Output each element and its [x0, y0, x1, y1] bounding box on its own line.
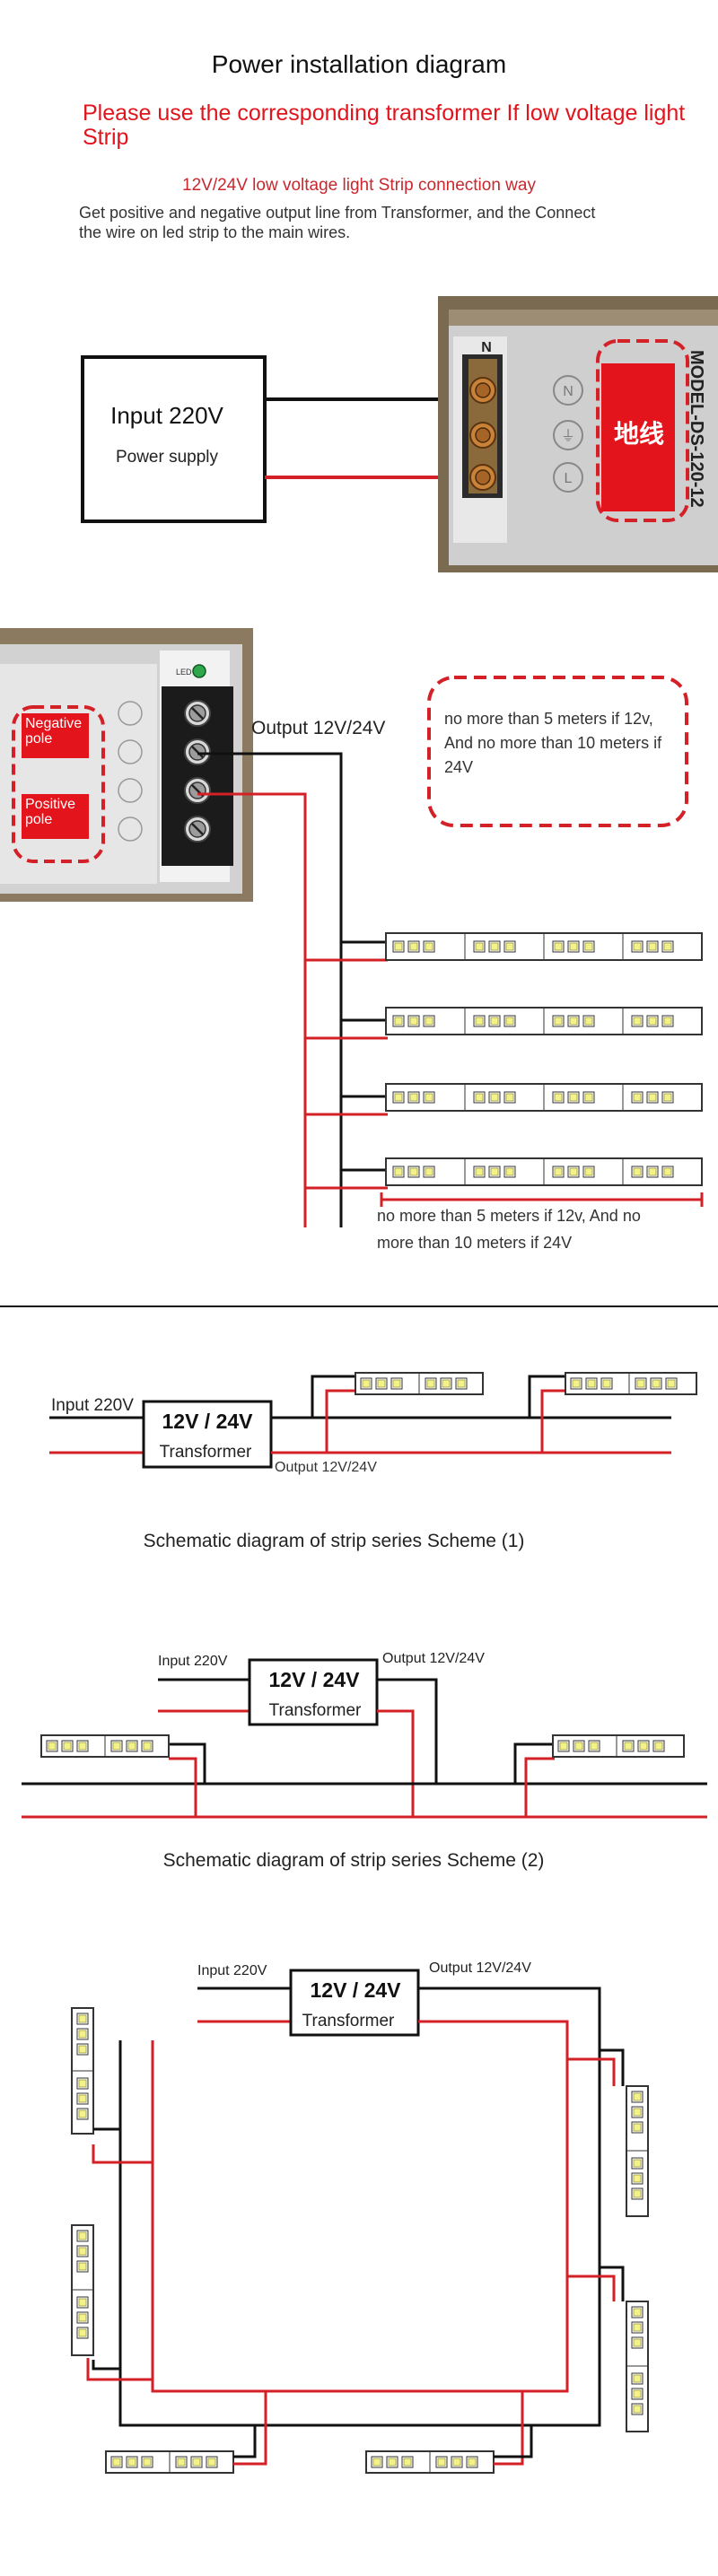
led-strip-2 — [385, 1007, 703, 1035]
svg-text:⏚: ⏚ — [561, 428, 575, 444]
output-label-section2: Output 12V/24V — [251, 718, 385, 738]
note-box — [427, 676, 688, 827]
input-power-box: Input 220V Power supply — [81, 355, 267, 523]
section-divider — [0, 1305, 718, 1307]
subtitle: 12V/24V low voltage light Strip connecti… — [182, 176, 536, 195]
s3-transformer-sub: Transformer — [302, 2012, 395, 2030]
led-strip-1 — [385, 932, 703, 961]
page-title: Power installation diagram — [211, 50, 507, 78]
ground-badge: 地线 — [614, 420, 664, 448]
negative-pole-label: Negative pole — [25, 716, 83, 747]
s3-output-label: Output 12V/24V — [429, 1960, 531, 1976]
svg-text:L: L — [565, 471, 573, 486]
scheme-2: 12V / 24V Transformer — [22, 1658, 707, 1819]
s1-input-label: Input 220V — [51, 1396, 134, 1415]
note-bottom-text: no more than 5 meters if 12v, And no mor… — [377, 1207, 641, 1252]
s2-transformer-sub: Transformer — [269, 1701, 362, 1720]
s1-transformer-title: 12V / 24V — [162, 1410, 253, 1433]
power-supply-unit-top: N N ⏚ L 地线 MODEL-DS-120-12 — [438, 296, 718, 572]
s2-output-label: Output 12V/24V — [382, 1651, 485, 1666]
s2-input-label: Input 220V — [158, 1654, 228, 1669]
led-strip-4 — [385, 1157, 703, 1186]
input-220v-label: Input 220V — [110, 402, 223, 429]
led-indicator-text: LED — [176, 668, 192, 677]
svg-text:N: N — [563, 384, 574, 399]
s1-output-label: Output 12V/24V — [275, 1460, 377, 1475]
scheme-1: 12V / 24V Transformer — [49, 1372, 697, 1469]
note-box-text: no more than 5 meters if 12v, And no mor… — [444, 710, 662, 776]
s2-caption: Schematic diagram of strip series Scheme… — [163, 1850, 545, 1871]
s3-transformer-title: 12V / 24V — [310, 1978, 401, 2002]
power-supply-label: Power supply — [116, 448, 219, 467]
length-marker — [380, 1192, 704, 1207]
s1-transformer-sub: Transformer — [160, 1443, 252, 1462]
model-text: MODEL-DS-120-12 — [687, 350, 706, 508]
intro-text: Get positive and negative output line fr… — [79, 204, 596, 241]
power-supply-unit-side: LED — [0, 628, 253, 902]
s3-input-label: Input 220V — [197, 1963, 267, 1978]
svg-text:N: N — [481, 340, 492, 355]
led-strip-3 — [385, 1083, 703, 1112]
positive-pole-label: Positive pole — [25, 797, 76, 827]
main-wires-section2 — [197, 752, 388, 1227]
warning-text: Please use the corresponding transformer… — [83, 100, 686, 150]
scheme-3: 12V / 24V Transformer — [71, 1969, 649, 2474]
s1-caption: Schematic diagram of strip series Scheme… — [144, 1531, 525, 1551]
s2-transformer-title: 12V / 24V — [268, 1668, 360, 1691]
